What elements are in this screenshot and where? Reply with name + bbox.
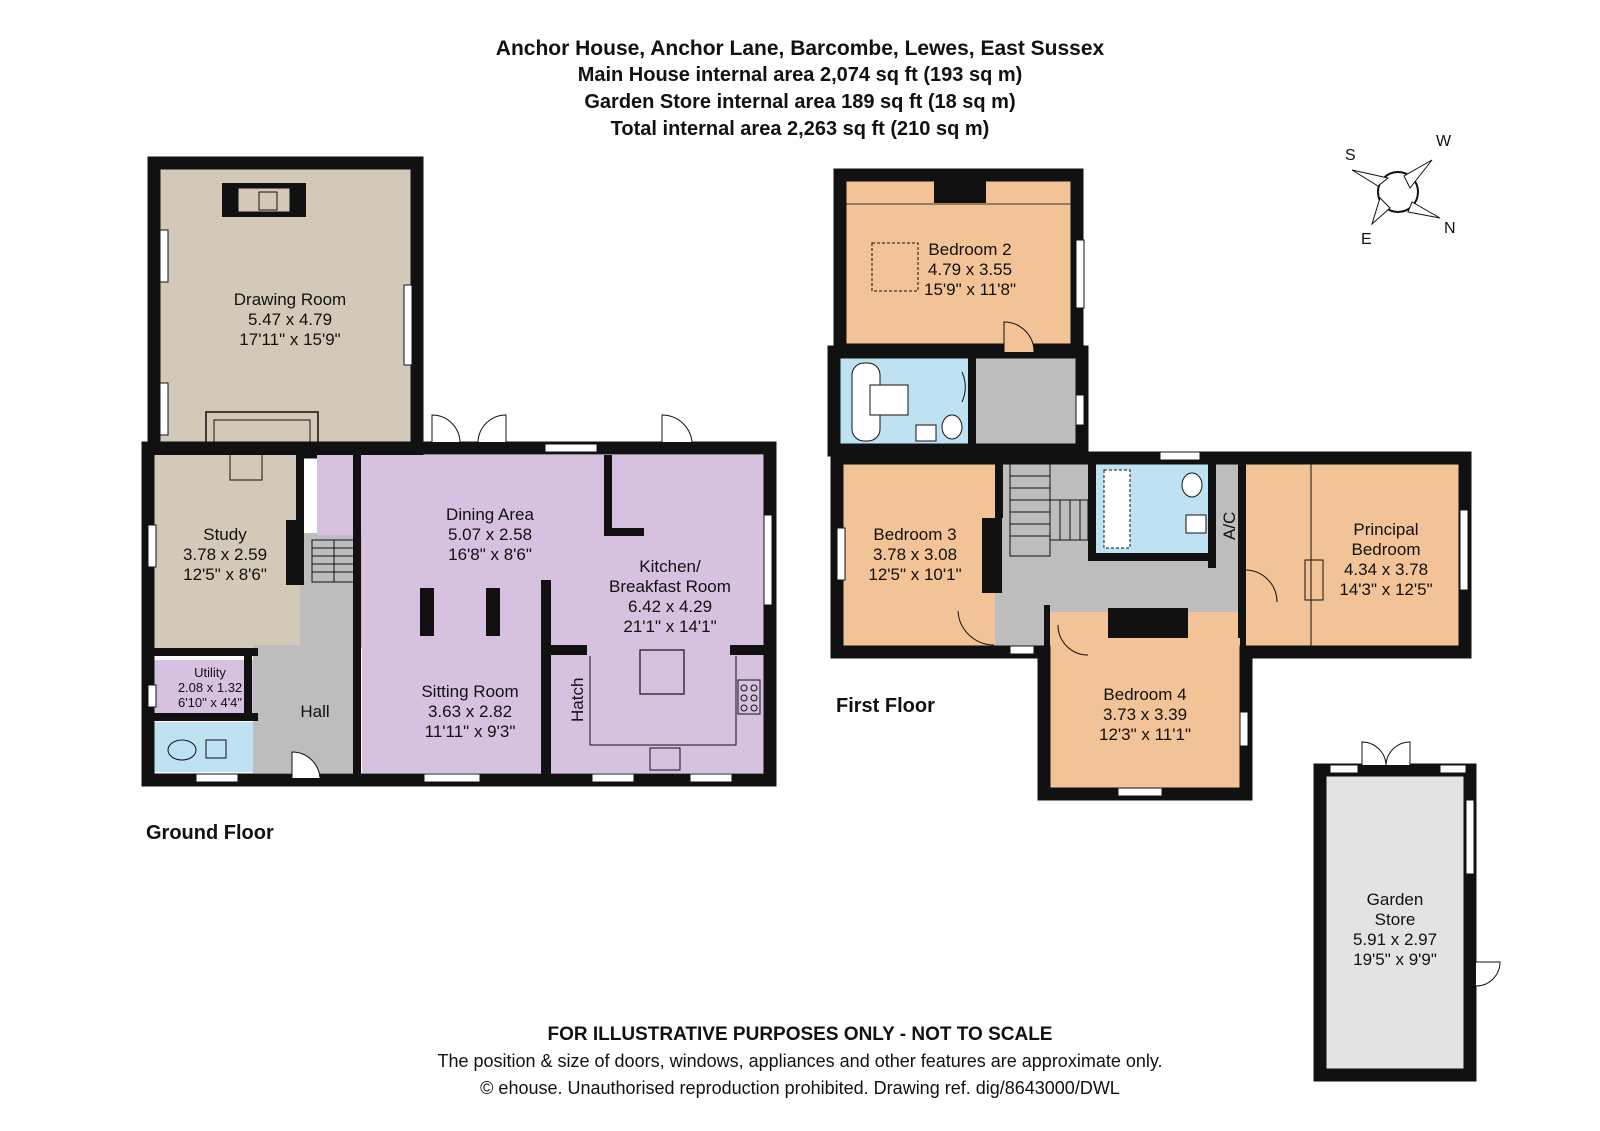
- ground-stairs: [311, 539, 357, 583]
- bedroom-3-label: Bedroom 3 3.78 x 3.08 12'5" x 10'1": [868, 525, 962, 584]
- garden-store-doors: [1361, 741, 1411, 766]
- kitchen-door: [661, 414, 693, 443]
- compass-rose: [1351, 159, 1441, 226]
- study-label: Study 3.78 x 2.59 12'5" x 8'6": [182, 525, 268, 584]
- dining-area-label: Dining Area 5.07 x 2.58 16'8" x 8'6": [446, 505, 534, 564]
- ac-label: A/C: [1220, 511, 1239, 540]
- hall-area: [253, 645, 357, 773]
- hatch-label: Hatch: [568, 677, 587, 722]
- copyright-text: © ehouse. Unauthorised reproduction proh…: [480, 1078, 1120, 1098]
- drawing-room-label: Drawing Room 5.47 x 4.79 17'11" x 15'9": [233, 290, 347, 349]
- plan-title: Anchor House, Anchor Lane, Barcombe, Lew…: [495, 37, 1105, 60]
- total-area: Total internal area 2,263 sq ft (210 sq …: [610, 118, 990, 140]
- garden-store-area: [1313, 763, 1477, 1082]
- disclaimer-heading: FOR ILLUSTRATIVE PURPOSES ONLY - NOT TO …: [547, 1024, 1053, 1045]
- study-area: [153, 455, 303, 653]
- compass-w: W: [1436, 133, 1452, 150]
- ground-floor-label: Ground Floor: [146, 822, 274, 844]
- bedroom-2-skylight: [871, 242, 919, 292]
- principal-bedroom-label: Principal Bedroom 4.34 x 3.78 14'3" x 12…: [1339, 520, 1433, 599]
- kitchen-area: [549, 455, 769, 773]
- garden-store-area: Garden Store internal area 189 sq ft (18…: [584, 91, 1016, 113]
- compass-e: E: [1361, 231, 1372, 248]
- kitchen-hob: [737, 679, 761, 715]
- bedroom-3-area: [843, 464, 995, 646]
- first-floor-label: First Floor: [836, 695, 935, 717]
- principal-wardrobe: [1304, 559, 1324, 601]
- utility-label: Utility 2.08 x 1.32 6'10" x 4'4": [177, 665, 243, 710]
- bedroom-2-label: Bedroom 2 4.79 x 3.55 15'9" x 11'8": [924, 240, 1016, 299]
- first-stairs: [1009, 463, 1089, 557]
- bedroom-4-area: [1050, 612, 1250, 788]
- landing-area: [975, 352, 1080, 452]
- principal-bedroom-area: [1245, 464, 1459, 646]
- dining-french-doors: [431, 414, 507, 443]
- garden-store-label: Garden Store 5.91 x 2.97 19'5" x 9'9": [1352, 890, 1438, 969]
- wc-area: [153, 722, 253, 772]
- compass-n: N: [1444, 220, 1456, 237]
- drawing-room-bay: [205, 411, 319, 445]
- hall-label: Hall: [300, 702, 330, 721]
- utility-area: [153, 660, 261, 716]
- main-house-area: Main House internal area 2,074 sq ft (19…: [577, 64, 1023, 86]
- bedroom-4-label: Bedroom 4 3.73 x 3.39 12'3" x 11'1": [1099, 685, 1191, 744]
- bedroom-2-area: [833, 168, 1084, 357]
- stair-hall-area: [300, 533, 362, 648]
- kitchen-sink: [649, 747, 681, 771]
- kitchen-label: Kitchen/ Breakfast Room 6.42 x 4.29 21'1…: [609, 557, 731, 636]
- front-door: [291, 751, 321, 779]
- compass-s: S: [1345, 147, 1356, 164]
- disclaimer-text: The position & size of doors, windows, a…: [437, 1051, 1163, 1071]
- sitting-room-label: Sitting Room 3.63 x 2.82 11'11" x 9'3": [421, 682, 519, 741]
- kitchen-island: [639, 649, 685, 695]
